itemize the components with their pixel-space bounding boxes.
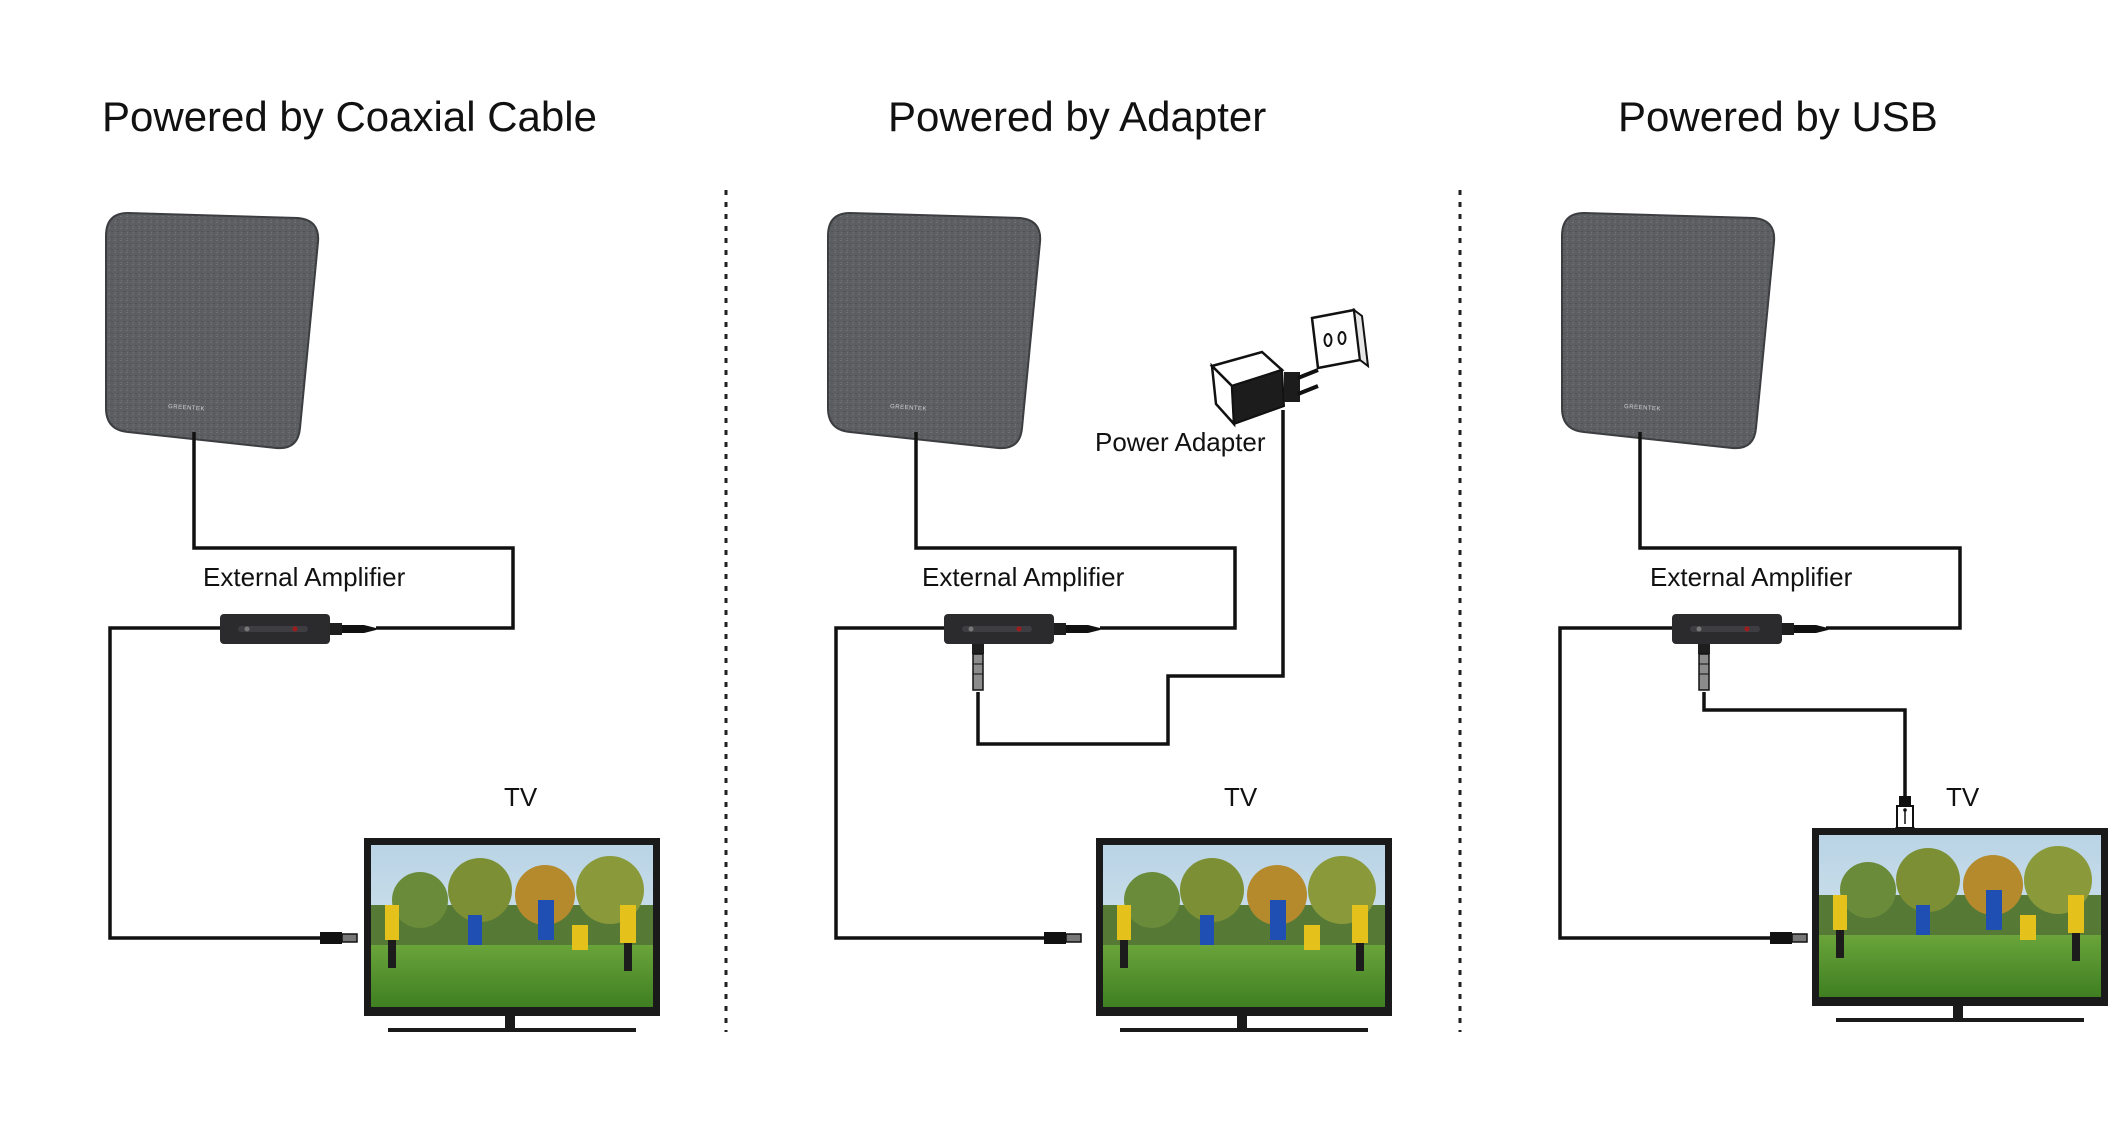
panel-title: Powered by Adapter [888,93,1266,140]
tv-label: TV [1224,782,1258,812]
tv-label: TV [1946,782,1980,812]
coax-connector-icon [1770,932,1808,944]
antenna-brand: GREENTEK [1624,404,1661,413]
flat-indoor-antenna-icon: GREENTEK [105,211,320,450]
adapter-power-cable [976,410,1285,746]
panel-title: Powered by Coaxial Cable [102,93,597,140]
wall-socket-icon [1310,307,1370,370]
antenna-cable [914,432,1237,630]
power-adapter-icon [1209,350,1319,428]
antenna-brand: GREENTEK [168,404,205,413]
antenna-brand: GREENTEK [890,404,927,413]
panel-usb: Powered by USB GREENTEK External Amplifi… [1558,93,2108,1022]
antenna-cable [192,432,515,630]
television-icon [1096,838,1392,1032]
television-icon [364,838,660,1032]
coax-connector-icon [320,932,358,944]
power-adapter-label: Power Adapter [1095,427,1266,457]
inline-amplifier-icon [1672,614,1828,691]
amplifier-label: External Amplifier [203,562,406,592]
amplifier-to-tv-cable [1558,626,1772,940]
panel-coaxial: Powered by Coaxial Cable GREENTEK Extern… [102,93,660,1032]
inline-amplifier-icon [220,614,376,644]
amplifier-label: External Amplifier [922,562,1125,592]
inline-amplifier-icon [944,614,1100,691]
panel-adapter: Powered by Adapter GREENTEK Power Adapte… [827,93,1392,1032]
tv-label: TV [504,782,538,812]
flat-indoor-antenna-icon: GREENTEK [827,211,1042,450]
coax-connector-icon [1044,932,1082,944]
amplifier-label: External Amplifier [1650,562,1853,592]
flat-indoor-antenna-icon: GREENTEK [1561,211,1776,450]
amplifier-to-tv-cable [108,626,323,940]
amplifier-to-tv-cable [834,626,1047,940]
panel-title: Powered by USB [1618,93,1938,140]
television-icon [1812,828,2108,1022]
usb-power-cable [1702,692,1907,798]
antenna-cable [1638,432,1962,630]
